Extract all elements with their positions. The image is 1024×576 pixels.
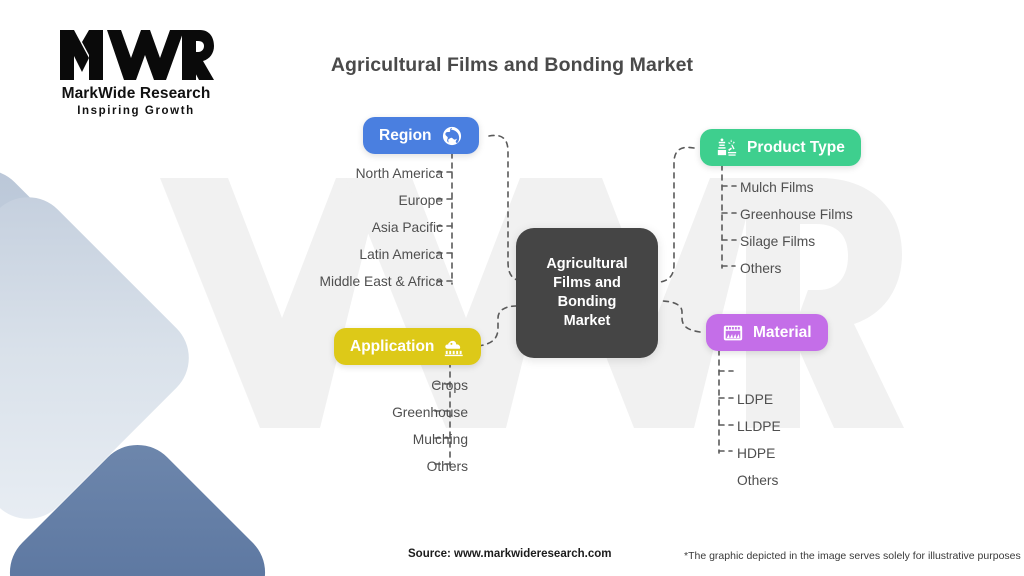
leaf-item[interactable]: Mulching xyxy=(412,432,468,447)
center-node-label: Agricultural Films and Bonding Market xyxy=(546,256,628,329)
brand-tagline: Inspiring Growth xyxy=(77,105,195,117)
connector-application xyxy=(477,305,517,347)
branch-pill-material[interactable]: Material xyxy=(706,314,828,351)
leaf-item[interactable]: Latin America xyxy=(359,247,443,262)
connector-region xyxy=(488,134,523,282)
leaf-item[interactable]: Middle East & Africa xyxy=(319,274,443,289)
material-roll-icon xyxy=(723,325,743,340)
leaf-item[interactable]: Greenhouse Films xyxy=(740,207,853,222)
leaf-item[interactable]: LLDPE xyxy=(737,419,781,434)
disclaimer-text: *The graphic depicted in the image serve… xyxy=(684,550,1021,562)
leaf-item[interactable]: Greenhouse xyxy=(392,405,468,420)
leaf-list-material: LDPE LLDPE HDPE Others xyxy=(737,386,781,494)
brand-logo: MarkWide Research Inspiring Growth xyxy=(36,28,236,117)
leaf-list-product: Mulch Films Greenhouse Films Silage Film… xyxy=(740,174,853,282)
branch-pill-application[interactable]: Application xyxy=(334,328,482,365)
branch-pill-product[interactable]: Product Type xyxy=(700,129,861,166)
leaf-item[interactable]: HDPE xyxy=(737,446,776,461)
leaf-item[interactable]: Others xyxy=(737,473,779,488)
leaf-item[interactable]: Silage Films xyxy=(740,234,816,249)
leaf-list-application: Crops Greenhouse Mulching Others xyxy=(392,372,468,480)
globe-icon xyxy=(441,125,462,146)
leaf-item[interactable]: Others xyxy=(740,261,782,276)
leaf-list-region: North America Europe Asia Pacific Latin … xyxy=(320,160,443,295)
mwr-logo-mark xyxy=(60,30,214,80)
crop-field-icon xyxy=(445,340,464,356)
leaf-item[interactable]: North America xyxy=(355,166,443,181)
leaf-item[interactable]: Asia Pacific xyxy=(371,220,443,235)
leaf-item[interactable]: LDPE xyxy=(737,392,774,407)
leaf-item[interactable]: Crops xyxy=(431,378,468,393)
branch-pill-region[interactable]: Region xyxy=(363,117,479,154)
branch-label-product: Product Type xyxy=(747,138,845,156)
leaf-item[interactable]: Mulch Films xyxy=(740,180,814,195)
source-text: Source: www.markwideresearch.com xyxy=(408,548,612,560)
leaf-item[interactable]: Others xyxy=(426,459,468,474)
center-node: Agricultural Films and Bonding Market xyxy=(516,228,658,358)
connector-product xyxy=(659,146,695,283)
branch-label-material: Material xyxy=(753,323,812,341)
leaf-item[interactable]: Europe xyxy=(398,193,444,208)
product-stack-icon xyxy=(717,138,737,156)
connector-material xyxy=(659,300,701,333)
branch-label-region: Region xyxy=(379,126,432,144)
brand-name: MarkWide Research xyxy=(61,85,211,102)
page-title: Agricultural Films and Bonding Market xyxy=(330,54,694,76)
branch-label-application: Application xyxy=(350,337,435,355)
